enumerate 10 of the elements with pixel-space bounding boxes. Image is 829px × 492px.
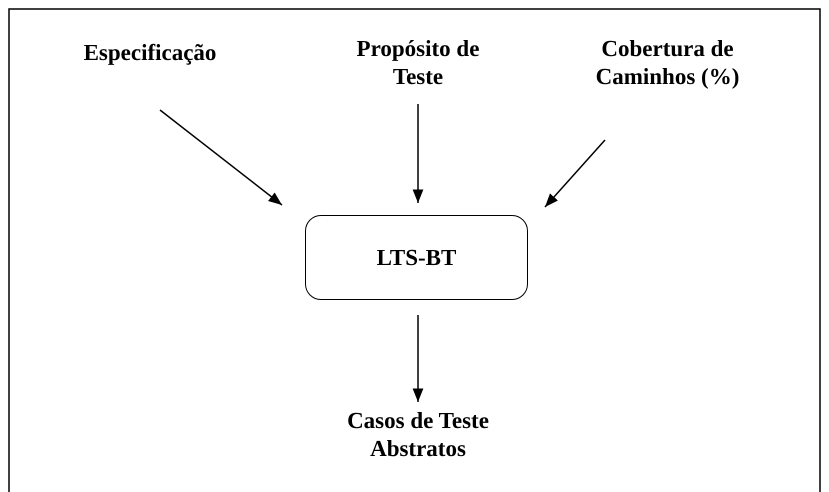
input-label: Propósito de Teste bbox=[356, 35, 480, 91]
input-label: Cobertura de Caminhos (%) bbox=[594, 35, 740, 91]
arrow bbox=[412, 104, 424, 203]
process-label: LTS-BT bbox=[376, 244, 456, 272]
input-label: Casos de Teste Abstratos bbox=[346, 407, 490, 463]
input-label: Especificação bbox=[84, 38, 216, 66]
arrow bbox=[412, 315, 424, 402]
arrow bbox=[544, 140, 606, 208]
arrow bbox=[160, 109, 282, 206]
process-box bbox=[305, 215, 528, 300]
